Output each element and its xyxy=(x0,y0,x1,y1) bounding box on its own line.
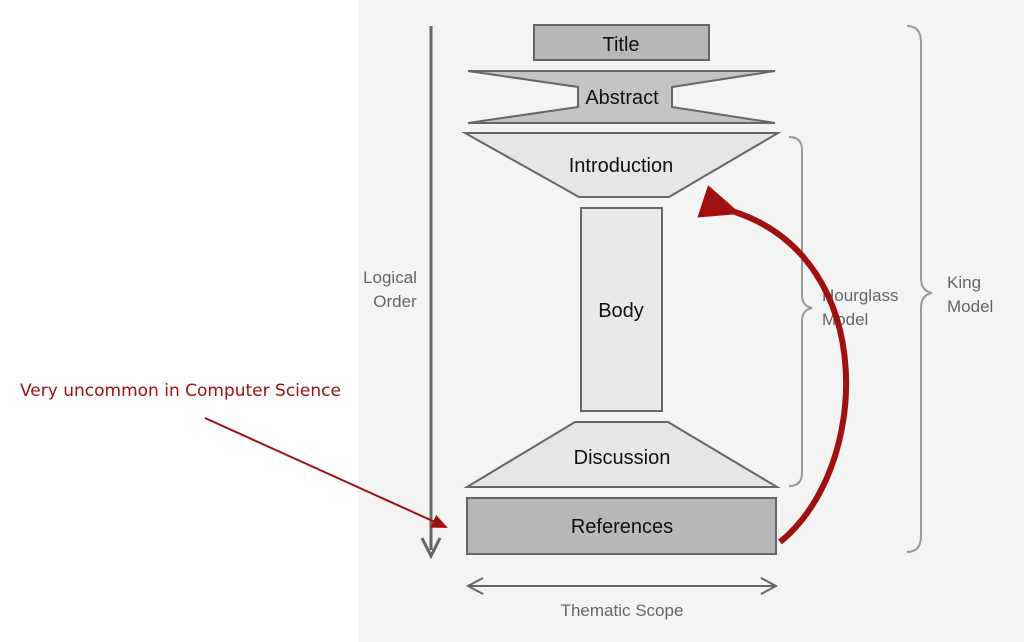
abstract-shape xyxy=(467,70,776,124)
hourglass-bracket xyxy=(788,136,813,487)
thematic-scope-axis xyxy=(465,577,779,595)
annotation-text: Very uncommon in Computer Science xyxy=(20,381,341,401)
king-label-line2: Model xyxy=(947,297,993,316)
title-label: Title xyxy=(602,34,639,56)
logical-order-label-line2: Order xyxy=(373,292,417,311)
references-label: References xyxy=(571,516,673,538)
title-block xyxy=(533,24,710,61)
logical-order-axis xyxy=(420,26,442,560)
hourglass-label-line2: Model xyxy=(822,310,868,329)
references-to-introduction-arrow xyxy=(697,185,850,545)
body-label: Body xyxy=(598,300,644,322)
body-block xyxy=(580,207,663,412)
abstract-label: Abstract xyxy=(585,87,659,109)
introduction-shape xyxy=(461,132,782,198)
thematic-scope-label: Thematic Scope xyxy=(561,601,684,620)
hourglass-label-line1: Hourglass xyxy=(822,286,899,305)
introduction-label: Introduction xyxy=(569,155,674,177)
annotation-pointer-arrow xyxy=(204,417,448,528)
references-block xyxy=(466,497,777,555)
king-label-line1: King xyxy=(947,273,981,292)
discussion-label: Discussion xyxy=(574,447,671,469)
logical-order-label-line1: Logical xyxy=(363,268,417,287)
discussion-shape xyxy=(463,421,781,488)
king-bracket xyxy=(906,25,933,553)
